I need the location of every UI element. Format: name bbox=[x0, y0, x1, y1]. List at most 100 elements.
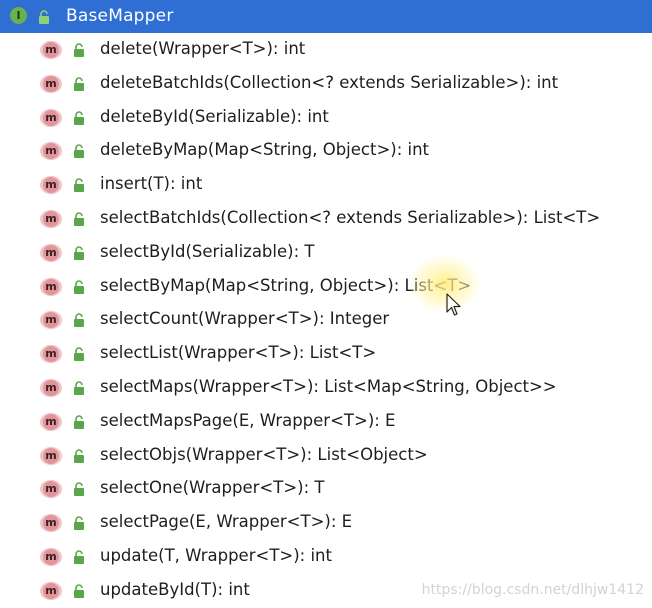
method-icon-letter: m bbox=[45, 583, 57, 597]
method-icon-letter: m bbox=[45, 414, 57, 428]
public-lock-icon bbox=[73, 76, 85, 95]
public-lock-icon bbox=[73, 279, 85, 298]
method-icon: m bbox=[40, 142, 62, 161]
method-icon-core bbox=[43, 346, 59, 363]
method-signature: selectBatchIds(Collection<? extends Seri… bbox=[100, 207, 601, 227]
tree-node-basemapper[interactable]: I BaseMapper bbox=[0, 0, 652, 33]
method-item[interactable]: m selectBatchIds(Collection<? extends Ser… bbox=[0, 202, 652, 236]
method-icon-letter: m bbox=[45, 76, 57, 90]
interface-title: BaseMapper bbox=[66, 6, 174, 26]
method-item[interactable]: m selectMapsPage(E, Wrapper<T>): E bbox=[0, 405, 652, 439]
method-signature: selectMapsPage(E, Wrapper<T>): E bbox=[100, 410, 396, 430]
method-icon-core bbox=[43, 244, 59, 261]
method-icon: m bbox=[40, 547, 62, 566]
method-list: m delete(Wrapper<T>): int m deleteBatchIds(… bbox=[0, 33, 652, 608]
method-icon-letter: m bbox=[45, 245, 57, 259]
method-item[interactable]: m selectByMap(Map<String, Object>): List<… bbox=[0, 270, 652, 304]
method-item[interactable]: m updateById(T): int bbox=[0, 574, 652, 608]
method-icon: m bbox=[40, 345, 62, 364]
method-icon-letter: m bbox=[45, 482, 57, 496]
public-lock-icon bbox=[73, 346, 85, 365]
method-icon-core bbox=[43, 515, 59, 532]
method-item[interactable]: m selectObjs(Wrapper<T>): List<Object> bbox=[0, 439, 652, 473]
method-icon-letter: m bbox=[45, 110, 57, 124]
public-lock-icon bbox=[73, 583, 85, 602]
interface-icon: I bbox=[10, 7, 27, 24]
method-signature: deleteById(Serializable): int bbox=[100, 106, 329, 126]
method-icon-letter: m bbox=[45, 313, 57, 327]
method-icon-core bbox=[43, 379, 59, 396]
method-item[interactable]: m update(T, Wrapper<T>): int bbox=[0, 540, 652, 574]
method-item[interactable]: m deleteByMap(Map<String, Object>): int bbox=[0, 134, 652, 168]
method-signature: deleteByMap(Map<String, Object>): int bbox=[100, 140, 430, 160]
method-signature: delete(Wrapper<T>): int bbox=[100, 39, 306, 58]
method-signature: selectById(Serializable): T bbox=[100, 241, 315, 261]
method-icon-core bbox=[43, 413, 59, 430]
method-icon: m bbox=[40, 446, 62, 465]
method-icon-core bbox=[43, 75, 59, 92]
method-signature: selectList(Wrapper<T>): List<T> bbox=[100, 343, 377, 363]
method-item[interactable]: m selectById(Serializable): T bbox=[0, 236, 652, 270]
method-icon-core bbox=[43, 312, 59, 329]
method-icon: m bbox=[40, 514, 62, 533]
method-item[interactable]: m insert(T): int bbox=[0, 168, 652, 202]
method-item[interactable]: m selectOne(Wrapper<T>): T bbox=[0, 472, 652, 506]
method-icon: m bbox=[40, 311, 62, 330]
method-icon-letter: m bbox=[45, 448, 57, 462]
watermark: https://blog.csdn.net/dlhjw1412 bbox=[421, 582, 644, 598]
method-item[interactable]: m selectList(Wrapper<T>): List<T> bbox=[0, 337, 652, 371]
method-icon-core bbox=[43, 278, 59, 295]
method-icon-letter: m bbox=[45, 178, 57, 192]
public-lock-icon bbox=[73, 42, 85, 61]
public-lock-icon bbox=[73, 448, 85, 467]
public-lock-icon bbox=[73, 414, 85, 433]
method-icon-core bbox=[43, 481, 59, 498]
public-lock-icon bbox=[73, 515, 85, 534]
method-icon-core bbox=[43, 109, 59, 126]
method-icon: m bbox=[40, 74, 62, 93]
method-icon: m bbox=[40, 41, 62, 59]
method-signature: selectCount(Wrapper<T>): Integer bbox=[100, 309, 390, 329]
method-icon-letter: m bbox=[45, 380, 57, 394]
mouse-pointer-icon bbox=[446, 293, 462, 321]
method-icon-core bbox=[43, 582, 59, 599]
method-icon: m bbox=[40, 480, 62, 499]
method-icon-core bbox=[43, 143, 59, 160]
method-item[interactable]: m delete(Wrapper<T>): int bbox=[0, 33, 652, 67]
method-icon: m bbox=[40, 243, 62, 262]
method-signature: selectPage(E, Wrapper<T>): E bbox=[100, 512, 353, 532]
method-icon-core bbox=[43, 42, 59, 58]
method-item[interactable]: m selectPage(E, Wrapper<T>): E bbox=[0, 506, 652, 540]
public-lock-icon bbox=[73, 245, 85, 264]
public-lock-icon bbox=[38, 9, 50, 28]
method-icon: m bbox=[40, 108, 62, 127]
method-icon: m bbox=[40, 277, 62, 296]
method-item[interactable]: m deleteById(Serializable): int bbox=[0, 101, 652, 135]
public-lock-icon bbox=[73, 312, 85, 331]
public-lock-icon bbox=[73, 211, 85, 230]
method-icon-letter: m bbox=[45, 43, 57, 56]
public-lock-icon bbox=[73, 481, 85, 500]
method-item[interactable]: m selectCount(Wrapper<T>): Integer bbox=[0, 303, 652, 337]
method-icon-letter: m bbox=[45, 211, 57, 225]
method-icon: m bbox=[40, 412, 62, 431]
method-signature: selectByMap(Map<String, Object>): List<T… bbox=[100, 275, 472, 295]
method-icon: m bbox=[40, 581, 62, 600]
method-icon-letter: m bbox=[45, 347, 57, 361]
public-lock-icon bbox=[73, 380, 85, 399]
method-signature: updateById(T): int bbox=[100, 579, 250, 599]
method-item[interactable]: m deleteBatchIds(Collection<? extends Ser… bbox=[0, 67, 652, 101]
method-signature: deleteBatchIds(Collection<? extends Seri… bbox=[100, 72, 559, 92]
method-signature: insert(T): int bbox=[100, 174, 203, 194]
public-lock-icon bbox=[73, 549, 85, 568]
method-icon-letter: m bbox=[45, 516, 57, 530]
method-signature: selectObjs(Wrapper<T>): List<Object> bbox=[100, 444, 428, 464]
public-lock-icon bbox=[73, 143, 85, 162]
public-lock-icon bbox=[73, 110, 85, 129]
method-icon: m bbox=[40, 209, 62, 228]
method-icon-letter: m bbox=[45, 144, 57, 158]
method-icon: m bbox=[40, 176, 62, 195]
method-signature: update(T, Wrapper<T>): int bbox=[100, 545, 332, 565]
method-signature: selectOne(Wrapper<T>): T bbox=[100, 478, 325, 498]
